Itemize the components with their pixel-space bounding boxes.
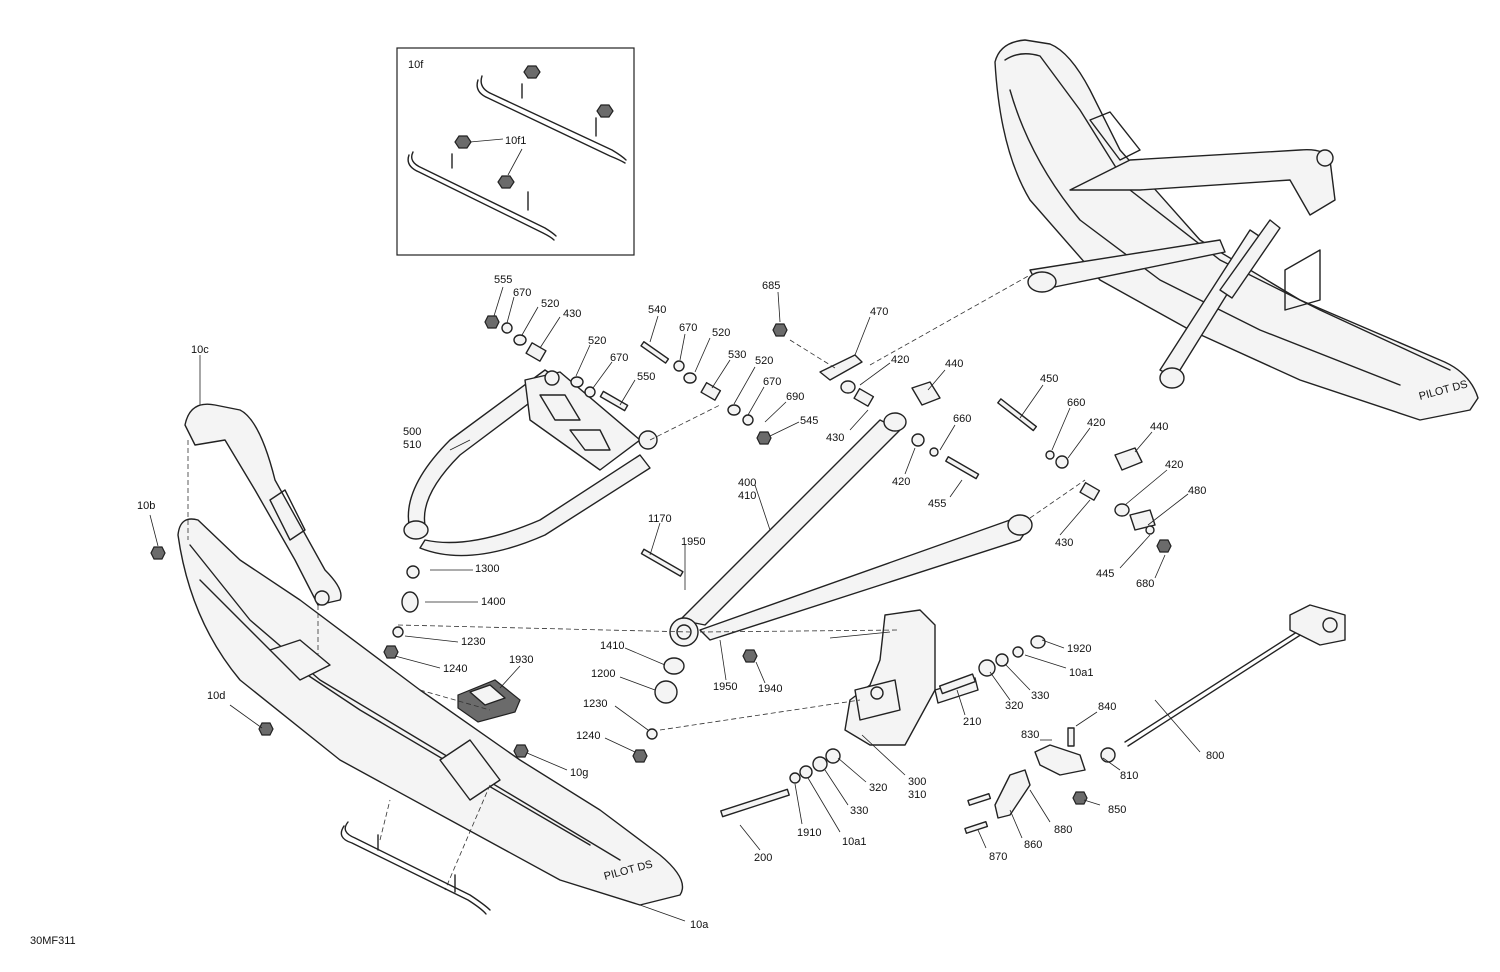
callout-520: 520 — [541, 298, 559, 310]
callout-670: 670 — [610, 352, 628, 364]
callout-1170: 1170 — [648, 513, 672, 525]
callout-420: 420 — [892, 476, 910, 488]
callout-685: 685 — [762, 280, 780, 292]
callout-210: 210 — [963, 716, 981, 728]
callout-1940: 1940 — [758, 683, 782, 695]
callout-1240: 1240 — [443, 663, 467, 675]
callout-520: 520 — [755, 355, 773, 367]
callout-10g: 10g — [570, 767, 588, 779]
callout-430: 430 — [1055, 537, 1073, 549]
callout-320: 320 — [869, 782, 887, 794]
callout-300: 300 — [908, 776, 926, 788]
callout-555: 555 — [494, 274, 512, 286]
steering-rod-800 — [1124, 604, 1346, 747]
callout-410: 410 — [738, 490, 756, 502]
callout-1950: 1950 — [681, 536, 705, 548]
callout-680: 680 — [1136, 578, 1154, 590]
callout-1300: 1300 — [475, 563, 499, 575]
callout-840: 840 — [1098, 701, 1116, 713]
callout-10a: 10a — [690, 919, 709, 931]
callout-1200: 1200 — [591, 668, 615, 680]
callout-690: 690 — [786, 391, 804, 403]
callout-10b: 10b — [137, 500, 155, 512]
callout-660: 660 — [953, 413, 971, 425]
inset-10f: 10f 10f1 — [396, 47, 635, 256]
callout-430: 430 — [826, 432, 844, 444]
nut-icon — [497, 175, 515, 189]
callout-1920: 1920 — [1067, 643, 1091, 655]
callout-520: 520 — [712, 327, 730, 339]
callout-1410: 1410 — [600, 640, 624, 652]
callout-880: 880 — [1054, 824, 1072, 836]
callout-550: 550 — [637, 371, 655, 383]
callout-670: 670 — [763, 376, 781, 388]
callout-810: 810 — [1120, 770, 1138, 782]
callout-545: 545 — [800, 415, 818, 427]
callout-830: 830 — [1021, 729, 1039, 741]
callout-480: 480 — [1188, 485, 1206, 497]
callout-200: 200 — [754, 852, 772, 864]
callout-420: 420 — [1087, 417, 1105, 429]
runner-10g — [340, 821, 491, 915]
lower-arm-400-410 — [669, 412, 1033, 647]
callout-510: 510 — [403, 439, 421, 451]
callout-530: 530 — [728, 349, 746, 361]
assembly-lines — [187, 274, 1086, 891]
callout-1950: 1950 — [713, 681, 737, 693]
callout-660: 660 — [1067, 397, 1085, 409]
callout-420: 420 — [1165, 459, 1183, 471]
nut-icon — [454, 135, 472, 149]
callout-670: 670 — [679, 322, 697, 334]
callout-670: 670 — [513, 287, 531, 299]
inset-title: 10f — [408, 59, 424, 71]
upper-a-arm — [403, 369, 658, 557]
callout-870: 870 — [989, 851, 1007, 863]
callout-440: 440 — [945, 358, 963, 370]
callout-10a1: 10a1 — [1069, 667, 1093, 679]
callout-500: 500 — [403, 426, 421, 438]
leader-lines — [149, 286, 1201, 922]
callout-1230: 1230 — [461, 636, 485, 648]
callout-520: 520 — [588, 335, 606, 347]
block-1930 — [457, 679, 521, 723]
callout-10a1: 10a1 — [842, 836, 866, 848]
callout-540: 540 — [648, 304, 666, 316]
callout-330: 330 — [850, 805, 868, 817]
callout-450: 450 — [1040, 373, 1058, 385]
callout-10d: 10d — [207, 690, 225, 702]
callout-445: 445 — [1096, 568, 1114, 580]
callout-455: 455 — [928, 498, 946, 510]
callout-labels: 555 670 520 430 520 670 550 540 670 520 … — [137, 274, 1224, 931]
ski-10a: PILOT DS — [177, 518, 684, 906]
callout-800: 800 — [1206, 750, 1224, 762]
callout-430: 430 — [563, 308, 581, 320]
callout-850: 850 — [1108, 804, 1126, 816]
nut-icon — [523, 65, 541, 79]
callout-1910: 1910 — [797, 827, 821, 839]
nut-icon — [596, 104, 614, 118]
callout-320: 320 — [1005, 700, 1023, 712]
assembled-ski-suspension: PILOT DS — [994, 39, 1479, 421]
callout-310: 310 — [908, 789, 926, 801]
callout-1930: 1930 — [509, 654, 533, 666]
callout-10c: 10c — [191, 344, 209, 356]
callout-400: 400 — [738, 477, 756, 489]
callout-10f1: 10f1 — [505, 135, 526, 147]
fasteners — [150, 315, 1172, 834]
figure-code: 30MF311 — [30, 935, 76, 947]
callout-1230: 1230 — [583, 698, 607, 710]
callout-440: 440 — [1150, 421, 1168, 433]
callout-470: 470 — [870, 306, 888, 318]
callout-330: 330 — [1031, 690, 1049, 702]
ski-handle-10c — [184, 403, 342, 606]
callout-860: 860 — [1024, 839, 1042, 851]
callout-1240: 1240 — [576, 730, 600, 742]
brackets-830-860 — [994, 744, 1116, 819]
callout-420: 420 — [891, 354, 909, 366]
callout-1400: 1400 — [481, 596, 505, 608]
